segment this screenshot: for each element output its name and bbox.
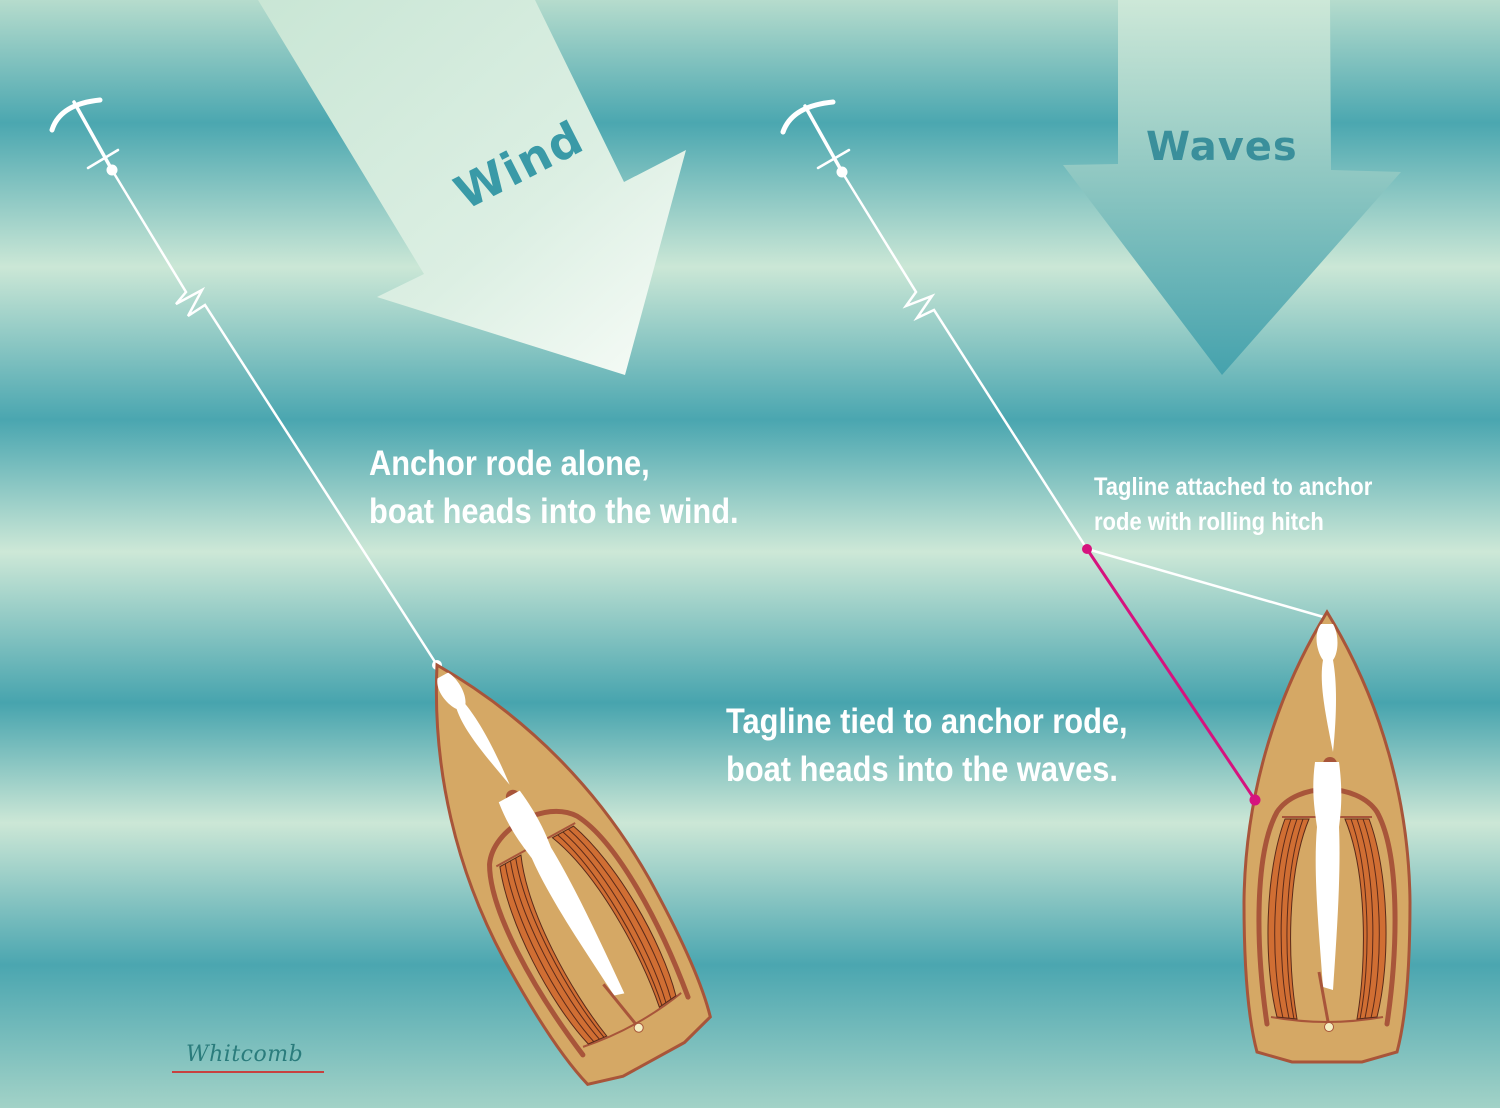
rolling-hitch-point [1082, 544, 1092, 554]
anchor-rode-right [840, 171, 1089, 550]
waves-label: Waves [1146, 124, 1298, 170]
wind-arrow [258, 0, 686, 375]
sailboat-right [1244, 612, 1410, 1062]
caption-line: Anchor rode alone, [369, 444, 650, 483]
sailboat-left [364, 625, 726, 1099]
callout-rolling-hitch: Tagline attached to anchor rode with rol… [1094, 470, 1372, 540]
signature-underline [172, 1071, 324, 1073]
caption-line: boat heads into the waves. [726, 750, 1118, 789]
tagline-attachment-point [1249, 794, 1261, 806]
anchor-rode-left [110, 169, 439, 666]
tagline-magenta [1085, 548, 1257, 801]
callout-line: rode with rolling hitch [1094, 508, 1324, 536]
callout-line: Tagline attached to anchor [1094, 473, 1373, 501]
waves-arrow [1063, 0, 1401, 375]
caption-wind-only: Anchor rode alone, boat heads into the w… [369, 440, 739, 536]
anchor-icon-right [780, 99, 851, 178]
signature-text: Whitcomb [186, 1042, 304, 1067]
artist-signature: Whitcomb [172, 1040, 324, 1076]
tagline-white [1086, 547, 1328, 620]
caption-tagline: Tagline tied to anchor rode, boat heads … [726, 698, 1128, 794]
caption-line: Tagline tied to anchor rode, [726, 702, 1128, 741]
caption-line: boat heads into the wind. [369, 492, 739, 531]
